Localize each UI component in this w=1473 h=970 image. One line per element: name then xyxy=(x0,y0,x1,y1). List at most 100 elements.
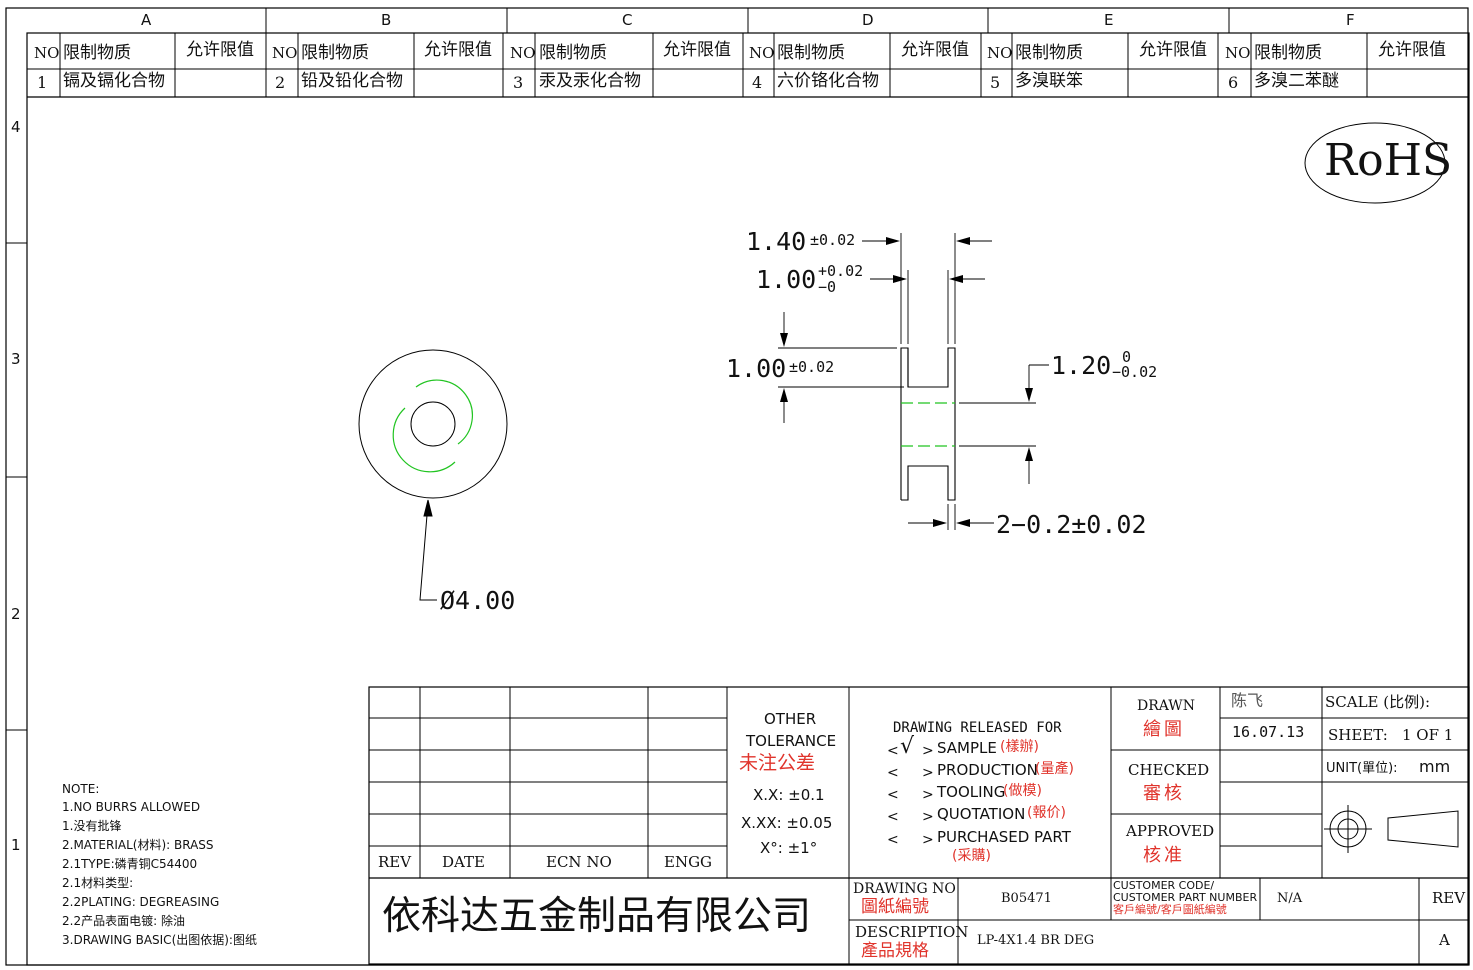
release-bracket: > xyxy=(922,787,934,803)
check-mark-icon: √ xyxy=(900,734,915,759)
zone-col-f: F xyxy=(1346,11,1355,29)
zone-col-e: E xyxy=(1104,11,1114,29)
drawing-no-value: B05471 xyxy=(1001,891,1052,906)
rs-header-no: NO xyxy=(34,44,60,62)
note-line: 1.NO BURRS ALLOWED xyxy=(62,800,201,814)
zone-col-d: D xyxy=(862,11,874,29)
rs-item-no: 4 xyxy=(752,73,763,92)
customer-cn: 客戶編號/客戶圖紙編號 xyxy=(1113,903,1227,916)
note-line: 3.DRAWING BASIC(出图依据):图纸 xyxy=(62,933,257,947)
release-bracket: < xyxy=(887,787,899,803)
sheet-value: 1 OF 1 xyxy=(1402,726,1454,744)
rs-header-substance: 限制物质 xyxy=(777,43,845,63)
tolerance-title-2: TOLERANCE xyxy=(746,732,837,750)
rs-item-name: 铅及铅化合物 xyxy=(301,71,403,91)
dim-1-20-tol-lower: −0.02 xyxy=(1112,363,1158,381)
dim-1-40-tol: ±0.02 xyxy=(810,231,856,249)
dim-1-20: 1.20 xyxy=(1051,351,1112,380)
rs-item-name: 六价铬化合物 xyxy=(777,71,879,91)
approved-label: APPROVED xyxy=(1126,822,1215,840)
zone-col-b: B xyxy=(381,11,392,29)
rs-header-limit: 允许限值 xyxy=(424,40,492,60)
rs-header-no: NO xyxy=(272,44,298,62)
rs-item-no: 1 xyxy=(37,73,48,92)
rs-header-limit: 允许限值 xyxy=(1378,40,1446,60)
note-line: 2.2PLATING: DEGREASING xyxy=(62,895,220,909)
description-label: DESCRIPTION xyxy=(855,923,969,941)
tolerance-title-cn: 未注公差 xyxy=(739,752,816,774)
release-option-purchased: PURCHASED PART xyxy=(937,828,1071,846)
drawn-name: 陈飞 xyxy=(1231,691,1264,710)
rev-value: A xyxy=(1439,931,1450,949)
release-option-sample: SAMPLE xyxy=(937,739,997,757)
tolerance-title-1: OTHER xyxy=(764,710,817,728)
note-line: 2.2产品表面电镀: 除油 xyxy=(62,914,185,928)
rs-item-name: 汞及汞化合物 xyxy=(539,71,641,91)
rs-item-no: 2 xyxy=(275,73,286,92)
rs-header-substance: 限制物质 xyxy=(301,43,369,63)
drawn-label: DRAWN xyxy=(1137,698,1195,714)
engg-header: ENGG xyxy=(664,853,713,871)
release-title: DRAWING RELEASED FOR xyxy=(893,720,1062,736)
release-bracket: > xyxy=(922,809,934,825)
scale-label: SCALE (比例): xyxy=(1325,693,1431,711)
dim-1-00-side: 1.00 xyxy=(726,354,787,383)
release-bracket: < xyxy=(887,832,899,848)
release-option-tooling: TOOLING xyxy=(937,783,1006,801)
description-cn: 產品規格 xyxy=(861,941,929,961)
unit-value: mm xyxy=(1419,757,1451,776)
rs-header-no: NO xyxy=(987,44,1013,62)
zone-row-1: 1 xyxy=(11,836,21,854)
release-option-production: PRODUCTION xyxy=(937,761,1038,779)
rs-item-no: 5 xyxy=(990,73,1001,92)
zone-col-a: A xyxy=(141,11,152,29)
dim-1-20-tol-upper: 0 xyxy=(1122,348,1132,366)
release-bracket: < xyxy=(887,765,899,781)
customer-value: N/A xyxy=(1277,891,1303,906)
release-bracket: < xyxy=(887,809,899,825)
dim-slot-width: 2−0.2±0.02 xyxy=(996,510,1147,539)
rs-item-name: 多溴联笨 xyxy=(1015,71,1083,91)
drawing-no-label: DRAWING NO xyxy=(853,881,956,897)
release-option-quotation-cn: (報价) xyxy=(1027,805,1066,821)
release-option-quotation: QUOTATION xyxy=(937,805,1026,823)
rs-item-name: 镉及镉化合物 xyxy=(63,71,165,91)
rs-item-no: 6 xyxy=(1228,73,1239,92)
drawing-no-cn: 圖紙編號 xyxy=(861,897,929,917)
rs-item-name: 多溴二苯醚 xyxy=(1254,71,1339,91)
rs-header-no: NO xyxy=(749,44,775,62)
release-bracket: > xyxy=(922,743,934,759)
release-option-purchased-cn: (采購) xyxy=(952,848,991,864)
dim-1-40: 1.40 xyxy=(746,227,807,256)
rs-header-limit: 允许限值 xyxy=(663,40,731,60)
rs-header-limit: 允许限值 xyxy=(1139,40,1207,60)
rohs-mark: RoHS xyxy=(1324,135,1453,186)
approved-cn: 核准 xyxy=(1143,845,1185,866)
rs-header-substance: 限制物质 xyxy=(1015,43,1083,63)
note-line: 1.没有批锋 xyxy=(62,819,122,833)
note-line: 2.MATERIAL(材料): BRASS xyxy=(62,838,214,852)
release-option-production-cn: (量產) xyxy=(1035,761,1074,777)
rs-item-no: 3 xyxy=(513,73,524,92)
projection-symbol-icon xyxy=(1324,805,1464,853)
release-option-sample-cn: (樣辦) xyxy=(1000,739,1039,755)
rs-header-limit: 允许限值 xyxy=(901,40,969,60)
rs-header-limit: 允许限值 xyxy=(186,40,254,60)
zone-row-2: 2 xyxy=(11,605,21,623)
rs-header-substance: 限制物质 xyxy=(1254,43,1322,63)
rs-header-no: NO xyxy=(510,44,536,62)
note-line: 2.1材料类型: xyxy=(62,876,134,890)
release-bracket: > xyxy=(922,832,934,848)
date-header: DATE xyxy=(442,853,485,871)
zone-row-4: 4 xyxy=(11,118,21,136)
rs-header-substance: 限制物质 xyxy=(539,43,607,63)
dim-1-00-top: 1.00 xyxy=(756,265,817,294)
rs-header-no: NO xyxy=(1225,44,1251,62)
company-name: 依科达五金制品有限公司 xyxy=(382,894,812,939)
sheet-label: SHEET: xyxy=(1328,726,1388,744)
notes-title: NOTE: xyxy=(62,782,100,796)
customer-label-1: CUSTOMER CODE/ xyxy=(1113,879,1215,892)
rev-header: REV xyxy=(378,853,412,871)
dim-diameter: Ø4.00 xyxy=(440,586,516,615)
